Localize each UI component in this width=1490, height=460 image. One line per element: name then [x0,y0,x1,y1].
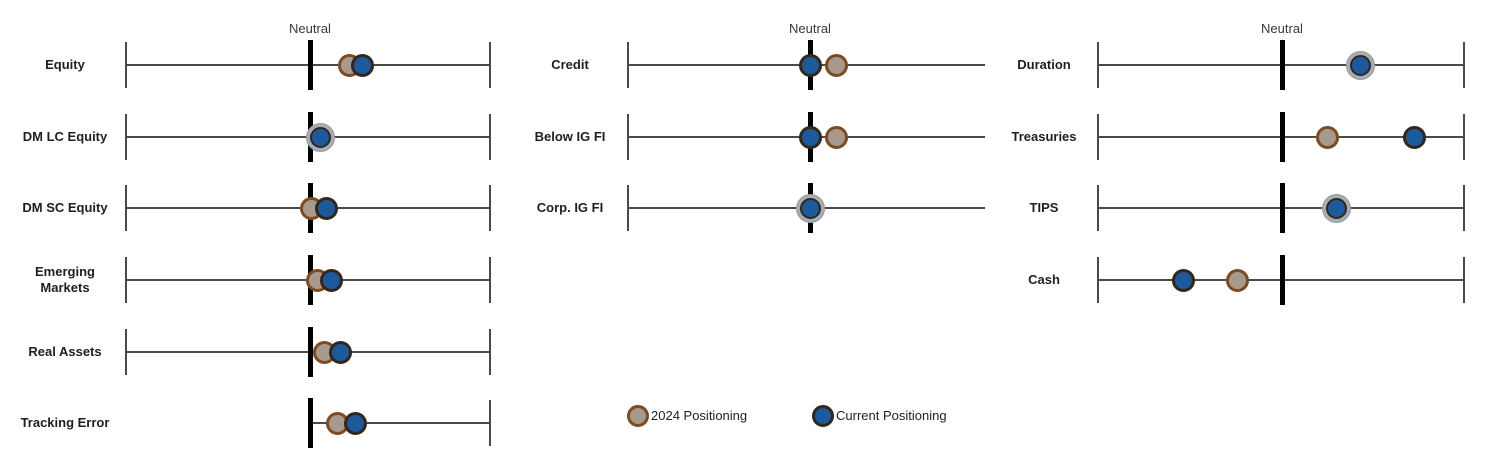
legend-2024-positioning-label: 2024 Positioning [651,408,748,423]
row-label-tips: TIPS [1029,200,1059,216]
dot-current-positioning-cash [1172,268,1196,292]
dot-current-positioning-treasuries [1403,125,1427,149]
scale-left-tick-credit [627,42,629,88]
scale-right-tick-dm-sc-equity [489,185,491,231]
scale-right-tick-real-assets [489,329,491,375]
scale-line-tracking-error [310,422,490,424]
scale-left-tick-tips [1097,185,1099,231]
dot-2024-positioning-treasuries [1316,125,1339,149]
neutral-label-rates-group: Neutral [1261,21,1303,36]
scale-right-tick-tips [1463,185,1465,231]
scale-left-tick-dm-lc-equity [125,114,127,160]
neutral-tick-equity [308,40,313,90]
legend-2024-positioning-dot [627,404,649,427]
row-label-corp-ig-fi: Corp. IG FI [536,200,604,216]
dot-current-positioning-dm-lc-equity [310,126,332,148]
scale-left-tick-emerging-markets [125,257,127,303]
legend-item-2024-positioning: 2024 Positioning [627,404,747,427]
neutral-tick-tracking-error [308,398,313,448]
scale-left-tick-duration [1097,42,1099,88]
row-label-credit: Credit [551,57,589,73]
dot-current-positioning-equity [350,53,374,77]
neutral-tick-duration [1280,40,1285,90]
scale-left-tick-treasuries [1097,114,1099,160]
scale-left-tick-real-assets [125,329,127,375]
dot-current-positioning-credit [798,53,822,77]
dot-current-positioning-tracking-error [343,411,367,435]
scale-right-tick-treasuries [1463,114,1465,160]
scale-right-tick-duration [1463,42,1465,88]
dot-current-positioning-below-ig-fi [798,125,822,149]
scale-right-tick-equity [489,42,491,88]
dot-current-positioning-real-assets [329,340,353,364]
scale-left-tick-corp-ig-fi [627,185,629,231]
scale-line-real-assets [125,351,490,353]
scale-right-tick-dm-lc-equity [489,114,491,160]
neutral-label-credit-group: Neutral [789,21,831,36]
dot-current-positioning-emerging-markets [320,268,344,292]
scale-left-tick-equity [125,42,127,88]
scale-left-tick-cash [1097,257,1099,303]
neutral-tick-treasuries [1280,112,1285,162]
dot-current-positioning-corp-ig-fi [799,197,821,219]
scale-right-tick-emerging-markets [489,257,491,303]
legend-current-positioning-dot [812,404,834,427]
neutral-tick-tips [1280,183,1285,233]
row-label-cash: Cash [1028,272,1060,288]
scale-right-tick-cash [1463,257,1465,303]
scale-left-tick-dm-sc-equity [125,185,127,231]
row-label-below-ig-fi: Below IG FI [534,129,606,145]
row-label-emerging-markets: Emerging Markets [35,264,95,295]
scale-left-tick-below-ig-fi [627,114,629,160]
neutral-tick-real-assets [308,327,313,377]
row-label-dm-lc-equity: DM LC Equity [22,129,108,145]
row-label-treasuries: Treasuries [1011,129,1077,145]
row-label-duration: Duration [1017,57,1071,73]
dot-2024-positioning-below-ig-fi [824,125,848,149]
neutral-label-equity-group: Neutral [289,21,331,36]
row-label-equity: Equity [45,57,85,73]
dot-current-positioning-dm-sc-equity [314,196,338,220]
legend-current-positioning-label: Current Positioning [836,408,947,423]
row-label-dm-sc-equity: DM SC Equity [22,200,108,216]
dot-current-positioning-duration [1349,54,1371,76]
neutral-tick-cash [1280,255,1285,305]
dot-2024-positioning-credit [824,53,848,77]
row-label-tracking-error: Tracking Error [20,415,110,431]
dot-2024-positioning-cash [1226,268,1250,292]
scale-line-equity [125,64,490,66]
row-label-real-assets: Real Assets [28,344,102,360]
scale-right-tick-tracking-error [489,400,491,446]
dot-current-positioning-tips [1326,197,1348,219]
legend-item-current-positioning: Current Positioning [812,404,947,427]
